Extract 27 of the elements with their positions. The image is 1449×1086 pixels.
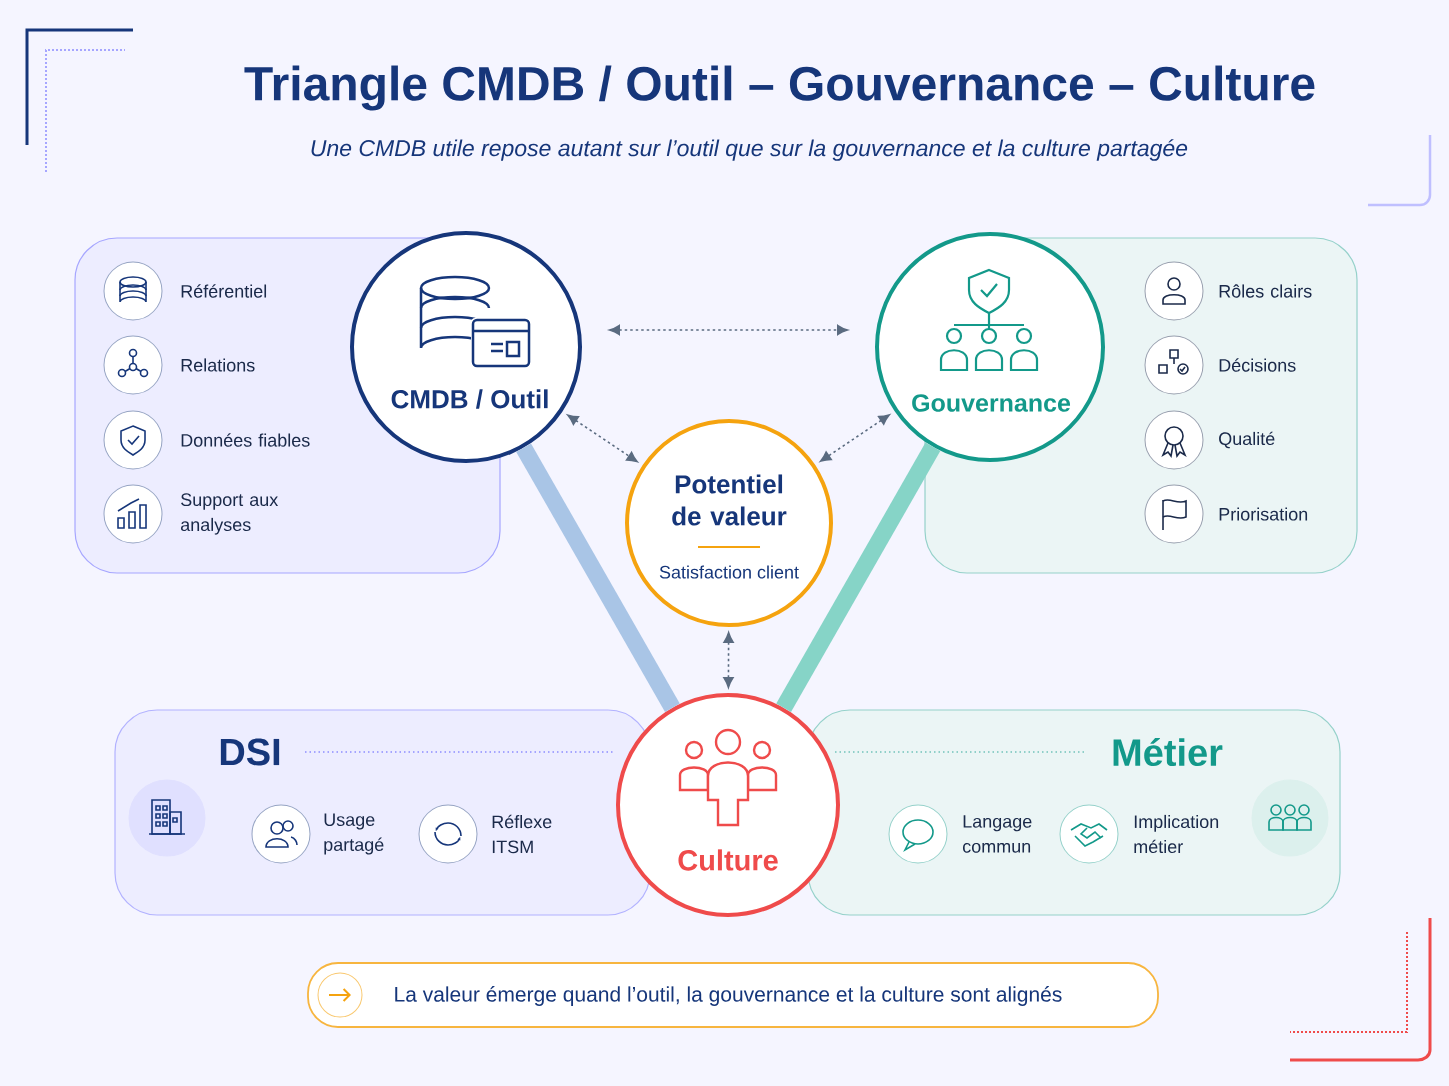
item-label: Support aux analyses [181, 493, 279, 535]
item-label: Décisions [1219, 358, 1296, 372]
arrow [723, 631, 734, 689]
circle-node: Gouvernance [875, 232, 1105, 462]
circle-node: Potentiel de valeur Satisfaction client [625, 419, 833, 627]
callout-banner: La valeur émerge quand l’outil, la gouvernance et la culture sont alignés [307, 962, 1159, 1028]
item-label: Implication métier [1134, 814, 1219, 854]
item-label: Usage partagé [324, 813, 384, 855]
item-label: Données fiables [181, 433, 310, 447]
title: Triangle CMDB / Outil – Gouvernance – Culture [244, 65, 1315, 111]
item-label: Rôles clairs [1219, 284, 1312, 298]
band [516, 443, 680, 712]
item-label: Référentiel [181, 284, 267, 298]
arrow [567, 414, 638, 463]
item-label: Relations [181, 358, 255, 372]
section-heading: DSI [220, 738, 280, 766]
item-label: Langage commun [963, 815, 1032, 853]
circle-node: CMDB / Outil [350, 231, 582, 463]
arrow [608, 324, 849, 336]
circle-node: Culture [616, 693, 840, 917]
item-label: Priorisation [1219, 507, 1308, 521]
subtitle: Une CMDB utile repose autant sur l’outil que sur la gouvernance et la culture partagée [311, 139, 1188, 161]
item-label: Qualité [1219, 431, 1275, 449]
band [776, 442, 941, 712]
item-label: Réflexe ITSM [492, 814, 552, 854]
arrow [820, 414, 890, 462]
section-heading: Métier [1113, 737, 1223, 767]
